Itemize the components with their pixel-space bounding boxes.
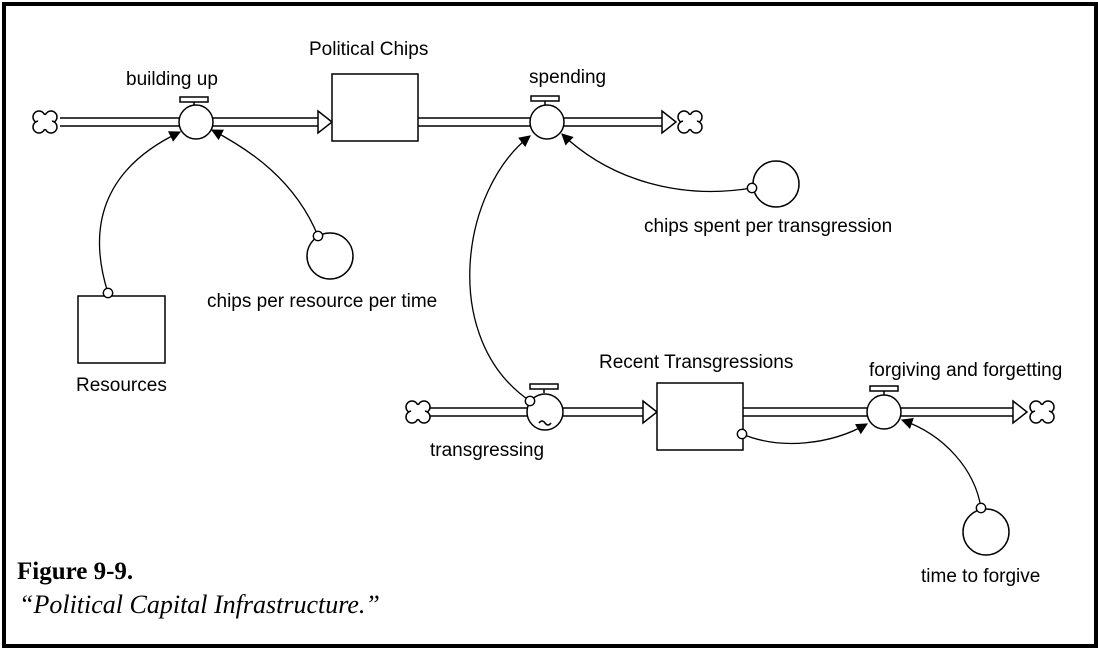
connector-chips-per-resource-building-up <box>210 129 324 242</box>
label-time-to-forgive: time to forgive <box>921 566 1040 587</box>
valve-spending <box>529 95 565 140</box>
cloud-source-icon <box>405 400 431 424</box>
aux-time-to-forgive <box>962 508 1010 556</box>
label-spending: spending <box>529 67 606 88</box>
cloud-sink-icon <box>677 110 703 134</box>
aux-chips-spent <box>752 160 800 208</box>
connector-recent-transgressions-forgiving <box>736 423 869 445</box>
valve-forgiving <box>866 385 902 430</box>
label-recent-transgressions: Recent Transgressions <box>599 352 793 373</box>
label-chips-per-resource: chips per resource per time <box>207 291 437 312</box>
label-chips-spent: chips spent per transgression <box>644 216 892 237</box>
stock-political-chips <box>331 73 419 142</box>
valve-building-up <box>178 96 214 140</box>
label-forgiving: forgiving and forgetting <box>869 360 1062 381</box>
connector-resources-building-up <box>98 131 182 299</box>
cloud-source-icon <box>32 110 58 134</box>
connector-transgressing-spending <box>469 135 536 407</box>
stock-recent-transgressions <box>656 382 744 451</box>
aux-chips-per-resource <box>306 232 354 280</box>
figure-number: Figure 9-9. <box>17 558 134 585</box>
stock-resources <box>77 295 166 364</box>
connector-chips-spent-spending <box>561 133 758 194</box>
figure-title: “Political Capital Infrastructure.” <box>19 590 380 619</box>
valve-transgressing <box>526 383 564 431</box>
label-political-chips: Political Chips <box>309 39 428 60</box>
connector-time-to-forgive-forgiving <box>900 417 987 514</box>
label-resources: Resources <box>76 375 167 396</box>
label-building-up: building up <box>126 69 218 90</box>
label-transgressing: transgressing <box>430 440 544 461</box>
cloud-sink-icon <box>1029 400 1055 424</box>
